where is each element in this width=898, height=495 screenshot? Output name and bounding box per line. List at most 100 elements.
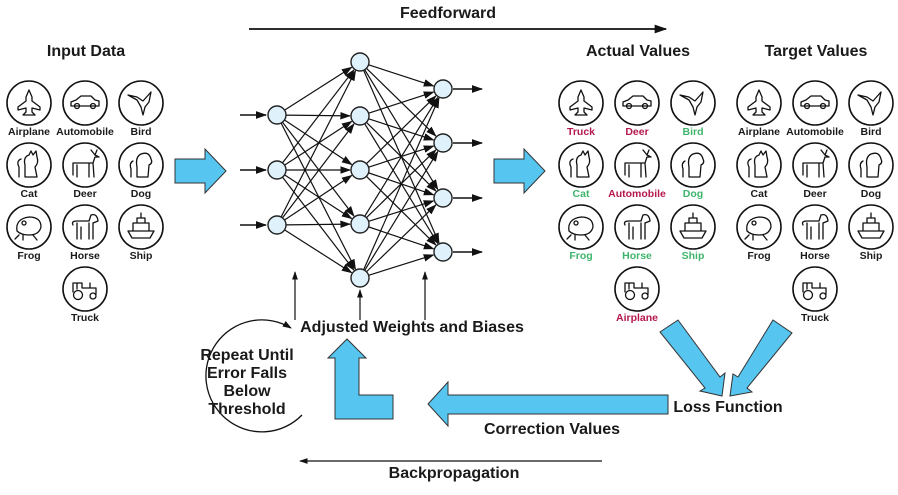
network-connection (363, 97, 440, 271)
target-values-circle (792, 142, 838, 188)
airplane-icon (569, 89, 593, 116)
ship-icon (857, 212, 885, 239)
network-connection (368, 254, 435, 276)
bird-icon (679, 91, 704, 116)
actual-values-circle (614, 204, 660, 250)
network-connection (284, 119, 353, 166)
network-connection (366, 204, 437, 273)
actual-values-label: Frog (569, 250, 593, 262)
cat-icon (747, 150, 769, 178)
actual-values-label: Horse (622, 250, 652, 262)
actual-values-circle (614, 142, 660, 188)
target-values-label: Airplane (737, 126, 781, 138)
network-connection (284, 174, 353, 221)
ship-icon (127, 212, 155, 239)
adjusted-weights-label: Adjusted Weights and Biases (300, 319, 524, 336)
network-connection (280, 69, 356, 218)
ship-icon (679, 212, 707, 239)
correction-values-arrow (427, 380, 669, 428)
network-connection (368, 91, 435, 114)
target-values-label: Dog (860, 188, 882, 200)
network-connection (282, 69, 355, 164)
target-values-circle (736, 204, 782, 250)
input-layer-node (267, 105, 287, 125)
frog-icon (566, 216, 594, 241)
input-data (6, 80, 164, 312)
frog-icon (14, 216, 42, 241)
input-data-label: Truck (70, 312, 100, 324)
icon-circles (6, 80, 894, 312)
target-to-loss-arrow (729, 319, 793, 397)
network-connection (364, 96, 439, 217)
target-values-label: Deer (803, 188, 827, 200)
target-values-circle (792, 80, 838, 126)
network-connection (281, 123, 355, 219)
input-data-circle (62, 204, 108, 250)
hidden-layer-node (350, 268, 370, 288)
repeat-loop-label: Repeat Until Error Falls Below Threshold (200, 347, 294, 418)
network-connection (280, 122, 356, 271)
actual-values-label: Automobile (608, 188, 666, 200)
network-connection (281, 121, 355, 217)
target-values-label: Bird (860, 126, 882, 138)
target-values (736, 80, 894, 312)
hidden-layer-node (350, 160, 370, 180)
input-data-circle (118, 204, 164, 250)
horse-icon (801, 213, 829, 240)
target-values-circle (848, 80, 894, 126)
truck-icon (72, 282, 97, 301)
dog-icon (129, 152, 153, 178)
network-connection (285, 220, 352, 229)
target-values-circle (736, 80, 782, 126)
network-connection (285, 111, 352, 120)
target-values-label: Cat (750, 188, 768, 200)
input-data-label: Bird (130, 126, 152, 138)
horse-icon (71, 213, 99, 240)
backpropagation-label: Backpropagation (388, 465, 520, 482)
automobile-icon (70, 95, 100, 110)
input-data-circle (118, 80, 164, 126)
dog-icon (681, 152, 705, 178)
input-data-label: Dog (130, 188, 152, 200)
target-values-title: Target Values (764, 43, 868, 60)
deer-icon (802, 149, 830, 178)
output-layer-node (433, 188, 453, 208)
network-connection (364, 150, 439, 271)
input-data-circle (62, 80, 108, 126)
dog-icon (859, 152, 883, 178)
output-layer-node (433, 79, 453, 99)
target-values-circle (736, 142, 782, 188)
frog-icon (744, 216, 772, 241)
actual-values-label: Truck (566, 126, 596, 138)
target-values-circle (848, 204, 894, 250)
actual-values-title: Actual Values (585, 43, 691, 60)
input-data-circle (118, 142, 164, 188)
target-values-circle (792, 266, 838, 312)
correction-values-label: Correction Values (483, 421, 621, 438)
input-data-label: Frog (17, 250, 41, 262)
actual-values-circle (670, 142, 716, 188)
bird-icon (857, 91, 882, 116)
output-layer-node (433, 242, 453, 262)
horse-icon (623, 213, 651, 240)
target-values-label: Horse (800, 250, 830, 262)
correction-to-weights-arrow (326, 338, 394, 420)
feedforward-label: Feedforward (399, 5, 497, 22)
bird-icon (127, 91, 152, 116)
actual-values-label: Ship (681, 250, 705, 262)
actual-values-label: Dog (682, 188, 704, 200)
actual-values-circle (614, 266, 660, 312)
actual-values-label: Cat (572, 188, 590, 200)
target-values-label: Frog (747, 250, 771, 262)
airplane-icon (747, 89, 771, 116)
target-values-circle (848, 142, 894, 188)
hidden-layer-node (350, 52, 370, 72)
actual-values-label: Airplane (615, 312, 659, 324)
automobile-icon (800, 95, 830, 110)
actual-to-loss-arrow (659, 319, 726, 397)
target-values-circle (792, 204, 838, 250)
cat-icon (17, 150, 39, 178)
input-data-label: Automobile (56, 126, 114, 138)
network-connection (282, 176, 355, 271)
